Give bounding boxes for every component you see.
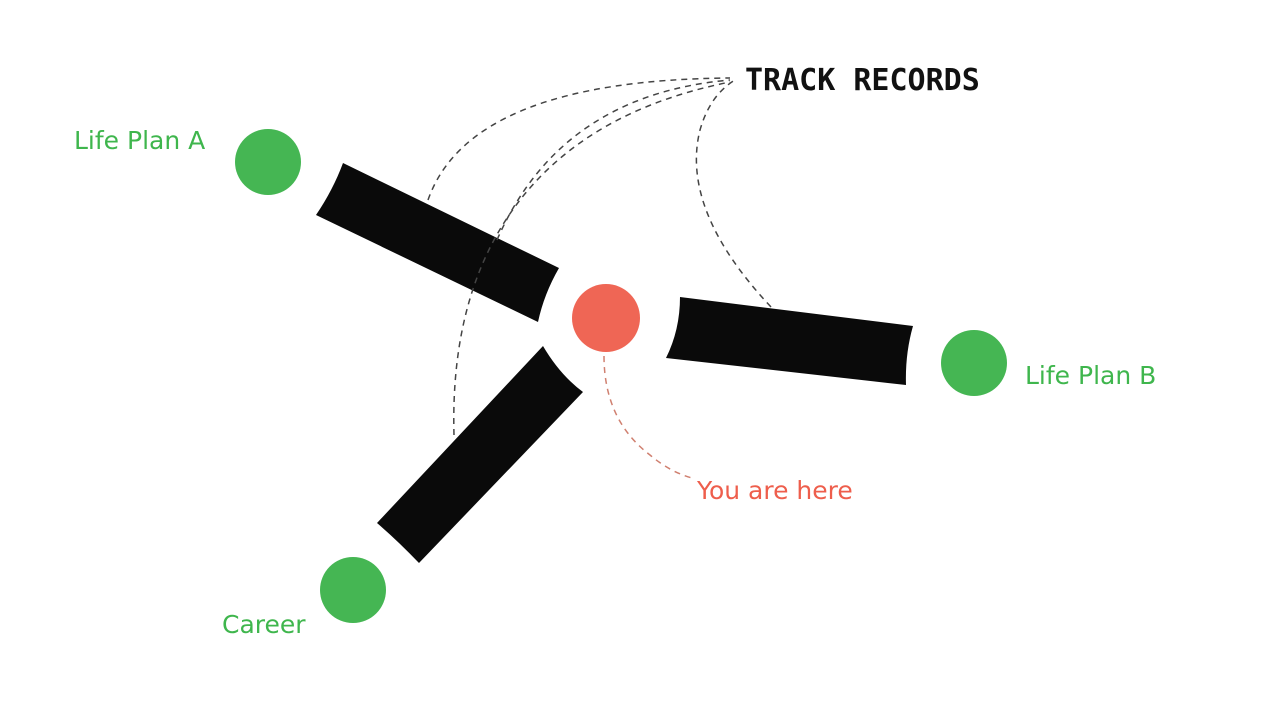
- labels: TRACK RECORDS Life Plan A Life Plan B Ca…: [74, 63, 1156, 639]
- branch-to-career: [377, 346, 583, 563]
- node-career: [320, 557, 386, 623]
- node-life-plan-b: [941, 330, 1007, 396]
- label-life-plan-b: Life Plan B: [1025, 361, 1156, 390]
- track-connector-b: [695, 79, 772, 308]
- branch-to-life-plan-b: [666, 297, 913, 385]
- heading-track-records: TRACK RECORDS: [745, 63, 980, 98]
- nodes: [235, 129, 1007, 623]
- you-are-here-pointer: [603, 355, 693, 479]
- node-life-plan-a: [235, 129, 301, 195]
- node-current-position: [572, 284, 640, 352]
- label-life-plan-a: Life Plan A: [74, 126, 205, 155]
- label-you-are-here: You are here: [696, 476, 853, 505]
- track-record-connectors: [427, 77, 772, 436]
- track-connector-a1: [427, 77, 731, 201]
- track-connector-career: [453, 81, 731, 436]
- track-connector-a2: [496, 79, 731, 241]
- label-career: Career: [222, 610, 306, 639]
- branches: [316, 163, 913, 563]
- branch-to-life-plan-a: [316, 163, 559, 322]
